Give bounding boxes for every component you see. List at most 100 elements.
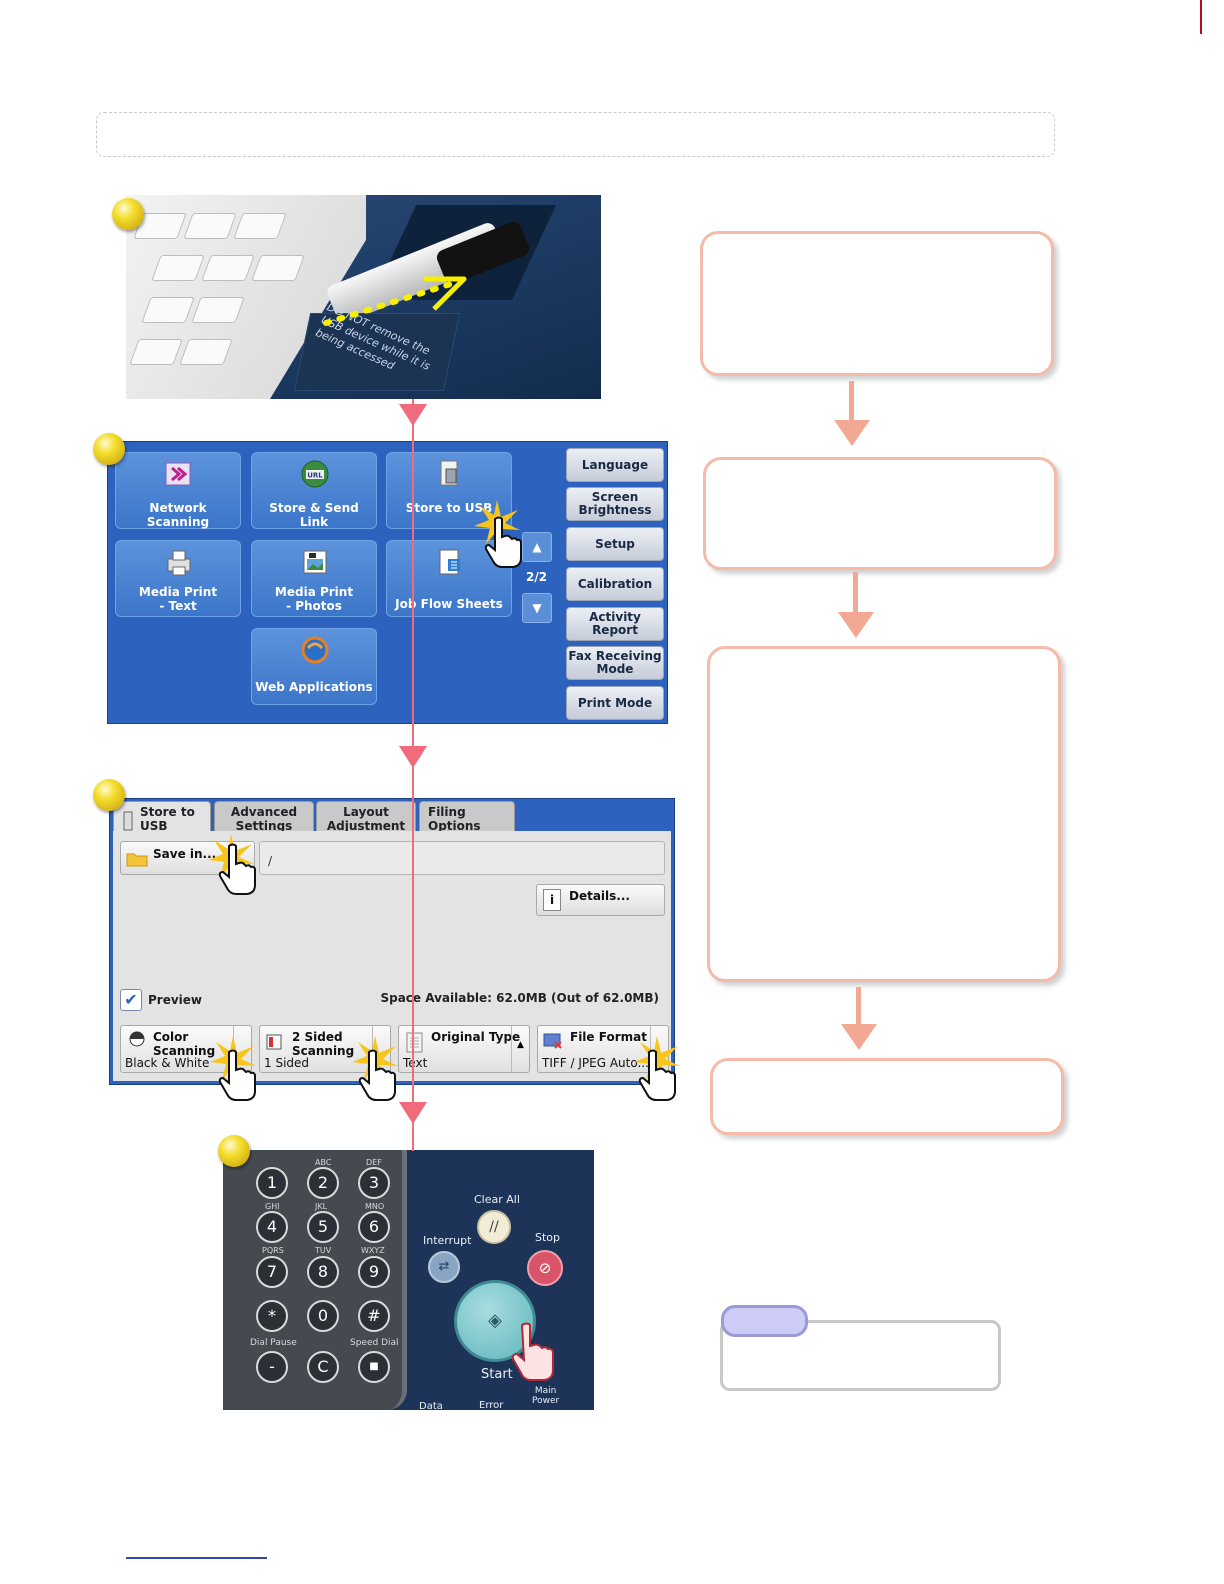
network-scanning-button[interactable]: Network Scanning — [115, 452, 241, 529]
key-8[interactable]: 8 — [307, 1256, 339, 1288]
service-label: Media Print - Text — [138, 585, 218, 613]
two-sided-icon — [266, 1034, 282, 1050]
activity-report-button[interactable]: Activity Report — [566, 607, 664, 641]
key-4[interactable]: 4 — [256, 1211, 288, 1243]
key-2[interactable]: 2 — [307, 1167, 339, 1199]
step-4-bullet — [218, 1135, 250, 1167]
two-sided-scanning-button[interactable]: 2 Sided Scanning 1 Sided — [259, 1025, 391, 1073]
service-label: Store to USB — [405, 501, 493, 515]
calibration-button[interactable]: Calibration — [566, 567, 664, 601]
dial-pause-key[interactable]: - — [256, 1351, 288, 1383]
clear-all-button[interactable]: // — [477, 1210, 511, 1244]
file-format-icon — [543, 1033, 562, 1049]
store-to-usb-body: Save in... / i Details... ✔ Preview Spac… — [113, 831, 671, 1081]
media-print-photos-icon — [300, 547, 330, 577]
key-letters: TUV — [315, 1246, 332, 1255]
info-icon: i — [543, 889, 561, 911]
speed-dial-key[interactable]: ■ — [358, 1351, 390, 1383]
interrupt-label: Interrupt — [423, 1234, 472, 1247]
option-title: File Format — [570, 1030, 647, 1044]
clear-all-label: Clear All — [474, 1193, 520, 1206]
service-label: Network Scanning — [146, 501, 210, 529]
service-label: Job Flow Sheets — [395, 597, 503, 611]
stop-button[interactable]: ⊘ — [527, 1250, 563, 1286]
chevron-up-icon: ▲ — [532, 540, 542, 554]
flow-arrow-shaft — [856, 987, 861, 1027]
tab-filing-options[interactable]: Filing Options — [419, 801, 515, 835]
web-applications-icon — [300, 635, 330, 665]
key-letters: WXYZ — [361, 1246, 385, 1255]
space-available-text: Space Available: 62.0MB (Out of 62.0MB) — [380, 991, 659, 1005]
insert-arrow-icon — [323, 276, 467, 326]
chevron-down-icon: ▼ — [532, 601, 542, 615]
key-7[interactable]: 7 — [256, 1256, 288, 1288]
error-indicator-label: Error — [479, 1400, 504, 1410]
store-to-usb-icon — [435, 459, 465, 489]
note-tab — [721, 1305, 808, 1337]
service-label: Media Print - Photos — [274, 585, 354, 613]
save-path-field[interactable]: / — [259, 841, 665, 875]
svg-text:URL: URL — [307, 472, 323, 480]
setup-button[interactable]: Setup — [566, 527, 664, 561]
interrupt-button[interactable]: ⇄ — [428, 1251, 460, 1283]
flow-box-step-3 — [707, 646, 1061, 982]
stop-label: Stop — [535, 1231, 561, 1244]
scroll-down-button[interactable]: ▼ — [522, 593, 552, 623]
step-3-bullet — [93, 779, 125, 811]
speed-dial-icon: ■ — [369, 1361, 379, 1372]
hand-pointer-icon — [218, 1049, 256, 1101]
key-asterisk[interactable]: * — [256, 1300, 288, 1332]
store-to-usb-screen: Store to USB Advanced Settings Layout Ad… — [109, 798, 675, 1085]
key-letters: MNO — [365, 1202, 385, 1211]
flow-arrow-head — [841, 1024, 877, 1050]
hand-pointer-icon — [358, 1049, 396, 1101]
key-0[interactable]: 0 — [307, 1300, 339, 1332]
start-label: Start — [481, 1367, 513, 1382]
fax-receiving-mode-button[interactable]: Fax Receiving Mode — [566, 646, 664, 680]
key-5[interactable]: 5 — [307, 1211, 339, 1243]
start-button[interactable]: ◈ — [454, 1280, 536, 1362]
service-label: Web Applications — [255, 680, 373, 694]
flow-arrow-head — [838, 612, 874, 638]
key-1[interactable]: 1 — [256, 1167, 288, 1199]
flow-box-step-1 — [700, 231, 1054, 376]
preview-checkbox[interactable]: ✔ — [120, 989, 142, 1011]
screen-brightness-button[interactable]: Screen Brightness — [566, 487, 664, 521]
details-button[interactable]: i Details... — [536, 884, 665, 916]
title-box — [96, 112, 1055, 157]
tab-layout-adjustment[interactable]: Layout Adjustment — [316, 801, 416, 835]
store-send-link-button[interactable]: URL Store & Send Link — [251, 452, 377, 529]
step-arrow-1 — [399, 404, 427, 426]
key-letters: PQRS — [262, 1246, 284, 1255]
print-mode-button[interactable]: Print Mode — [566, 686, 664, 720]
store-send-link-icon: URL — [300, 459, 330, 489]
original-type-button[interactable]: Original Type Text ▲ — [398, 1025, 530, 1073]
key-letters: GHI — [265, 1202, 280, 1211]
key-hash[interactable]: # — [358, 1300, 390, 1332]
hand-pointer-icon — [484, 516, 522, 568]
stop-icon: ⊘ — [538, 1259, 552, 1277]
step-connector-line — [412, 399, 414, 1151]
flow-arrow-shaft — [849, 381, 854, 423]
preview-label: Preview — [148, 993, 203, 1007]
language-button[interactable]: Language — [566, 448, 664, 482]
hand-pointer-icon — [511, 1322, 554, 1381]
scroll-up-button[interactable]: ▲ — [522, 532, 552, 562]
key-6[interactable]: 6 — [358, 1211, 390, 1243]
checkmark-icon: ✔ — [124, 990, 138, 1009]
clear-key[interactable]: C — [307, 1351, 339, 1383]
media-print-text-button[interactable]: Media Print - Text — [115, 540, 241, 617]
web-applications-button[interactable]: Web Applications — [251, 628, 377, 705]
key-3[interactable]: 3 — [358, 1167, 390, 1199]
flow-box-step-4 — [710, 1058, 1064, 1135]
hand-pointer-icon — [218, 843, 256, 895]
usb-insert-photo: DO NOT remove the USB device while it is… — [126, 195, 601, 399]
media-print-photos-button[interactable]: Media Print - Photos — [251, 540, 377, 617]
dial-pause-label: Dial Pause — [250, 1338, 297, 1348]
option-arrow: ▲ — [511, 1026, 529, 1072]
option-title: 2 Sided Scanning — [292, 1030, 355, 1058]
clear-all-icon: // — [489, 1219, 499, 1235]
save-in-label: Save in... — [153, 847, 217, 861]
tab-advanced-settings[interactable]: Advanced Settings — [214, 801, 314, 835]
key-9[interactable]: 9 — [358, 1256, 390, 1288]
